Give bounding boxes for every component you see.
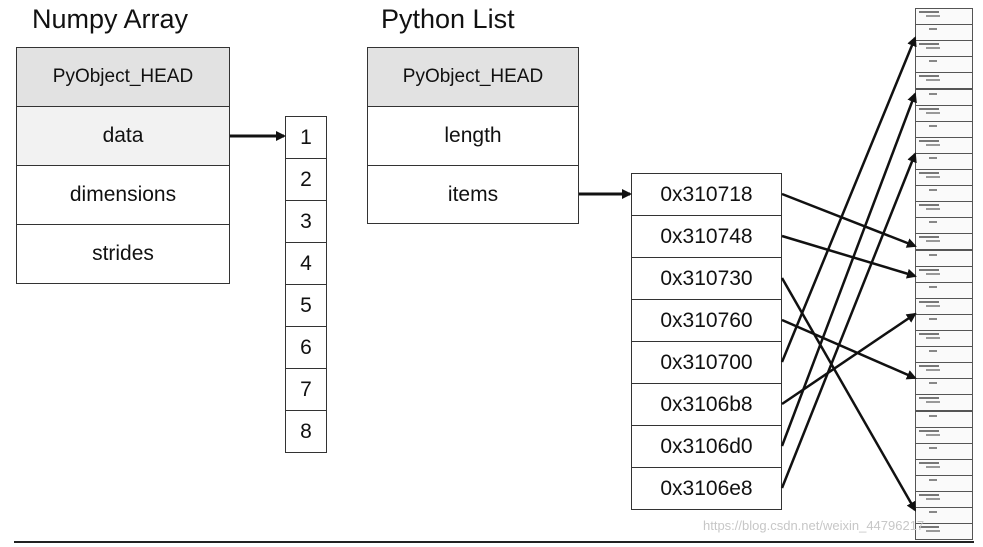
watermark: https://blog.csdn.net/weixin_44796217 — [703, 518, 925, 533]
pointer-arrow — [780, 92, 917, 447]
numpy-strides-field: strides — [16, 224, 230, 284]
memory-object-box — [915, 523, 973, 541]
list-items-field: items — [367, 165, 579, 224]
pointer-arrow — [780, 152, 917, 489]
buffer-cell: 8 — [285, 410, 327, 453]
list-pyobject-head: PyObject_HEAD — [367, 47, 579, 107]
pointer-cell: 0x3106e8 — [631, 467, 782, 510]
pointer-arrow — [781, 234, 917, 279]
bottom-rule — [14, 541, 974, 543]
pointer-arrow — [780, 277, 917, 512]
pointer-arrow — [780, 36, 917, 363]
python-list-title: Python List — [381, 4, 515, 34]
memory-object-box — [915, 201, 973, 219]
pointer-arrow — [781, 318, 917, 380]
numpy-pyobject-head: PyObject_HEAD — [16, 47, 230, 107]
numpy-array-title: Numpy Array — [32, 4, 189, 34]
pointer-arrow — [781, 192, 917, 248]
